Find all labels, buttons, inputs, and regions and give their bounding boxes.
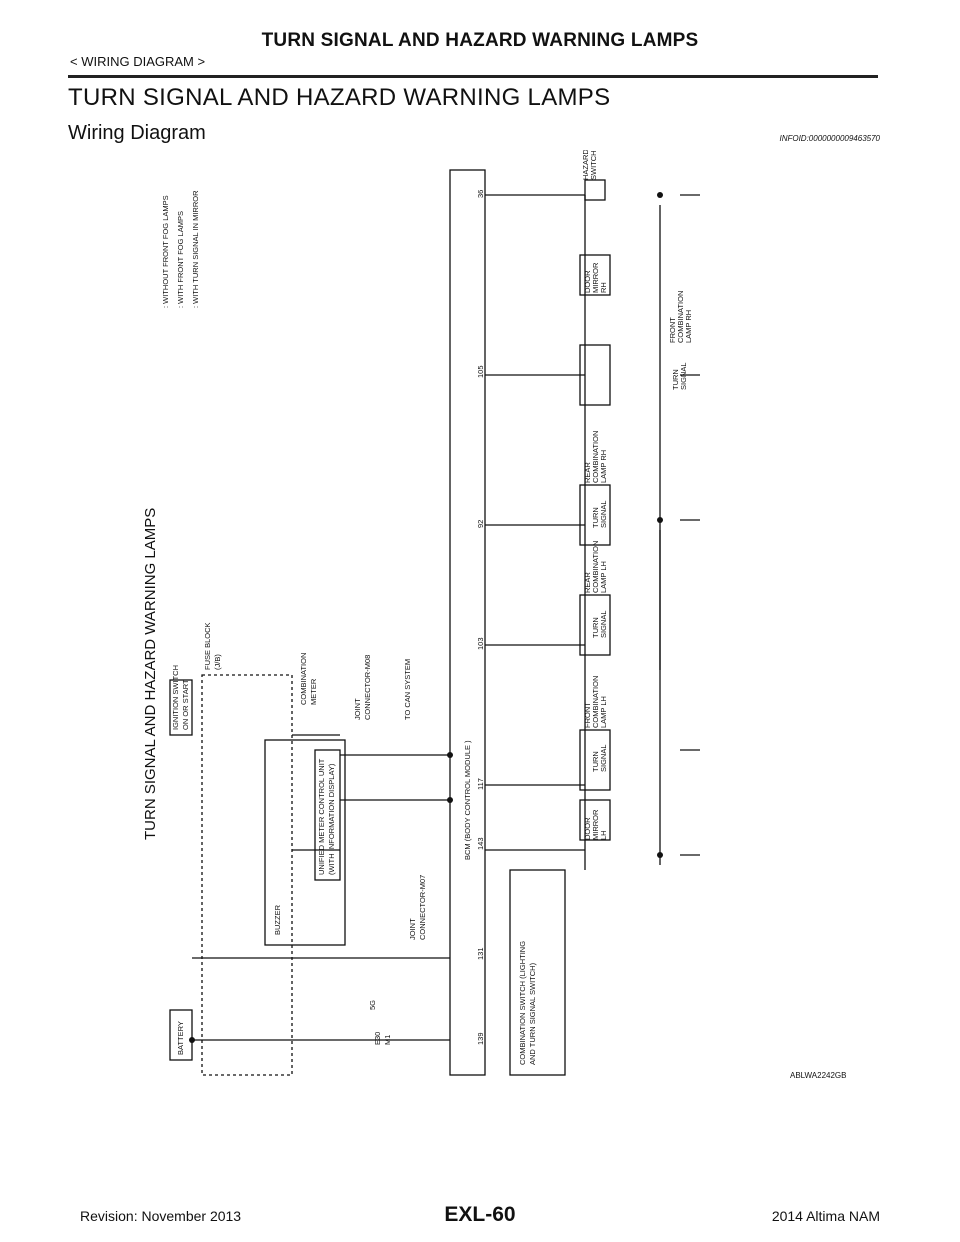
wiring-diagram-svg: TURN SIGNAL AND HAZARD WARNING LAMPS : W… bbox=[142, 150, 846, 1080]
door-mirror-lh-label-1: DOOR bbox=[583, 817, 592, 840]
hazard-label-2: SWITCH bbox=[589, 150, 598, 180]
footer-model: 2014 Altima NAM bbox=[771, 1208, 880, 1224]
bcm-pin-117: 117 bbox=[476, 778, 485, 790]
front-combi-rh-box bbox=[579, 344, 611, 406]
meter-box bbox=[264, 739, 346, 946]
joint-m07-label-2: CONNECTOR-M07 bbox=[418, 875, 427, 940]
ignition-label-2: ON OR START bbox=[181, 679, 190, 730]
fuse-block-outline bbox=[201, 674, 293, 1076]
rear-combi-lh-label-2: COMBINATION bbox=[591, 541, 600, 593]
wiring-diagram: TURN SIGNAL AND HAZARD WARNING LAMPS : W… bbox=[110, 150, 880, 1085]
bcm-label: BCM (BODY CONTROL MODULE ) bbox=[463, 740, 472, 860]
turn-signal-rh-front-2: SIGNAL bbox=[679, 362, 688, 390]
breadcrumb: < WIRING DIAGRAM > bbox=[70, 54, 206, 69]
turn-signal-rh-rear-1: TURN bbox=[591, 507, 600, 528]
m1-label: M1 bbox=[383, 1035, 392, 1045]
hazard-switch-box bbox=[584, 179, 606, 201]
bcm-pin-103: 103 bbox=[476, 637, 485, 650]
bcm-pin-105: 105 bbox=[476, 365, 485, 378]
joint-m07-label-1: JOINT bbox=[408, 918, 417, 940]
bcm-pin-36: 36 bbox=[476, 190, 485, 198]
turn-signal-rh-front-1: TURN bbox=[671, 369, 680, 390]
battery-box bbox=[169, 1009, 193, 1061]
diagram-rotated-title: TURN SIGNAL AND HAZARD WARNING LAMPS bbox=[142, 508, 159, 840]
front-combi-lh-label-3: LAMP LH bbox=[599, 696, 608, 728]
legend-fl: : WITH FRONT FOG LAMPS bbox=[176, 211, 185, 308]
door-mirror-lh-label-2: MIRROR bbox=[591, 809, 600, 840]
bcm-pin-139: 139 bbox=[476, 1032, 485, 1045]
hazard-label-1: HAZARD bbox=[581, 150, 590, 180]
rear-combi-rh-box bbox=[579, 484, 611, 546]
turn-signal-lh-front-1: TURN bbox=[591, 751, 600, 772]
front-combi-lh-label-2: COMBINATION bbox=[591, 676, 600, 728]
turn-signal-lh-front-2: SIGNAL bbox=[599, 744, 608, 772]
door-mirror-rh-box bbox=[579, 254, 611, 296]
meter-unit-label-2: (WITH INFORMATION DISPLAY) bbox=[327, 763, 336, 875]
joint-m08-label-1: JOINT bbox=[353, 698, 362, 720]
rear-combi-rh-label-3: LAMP RH bbox=[599, 450, 608, 483]
legend-fi: : WITHOUT FRONT FOG LAMPS bbox=[161, 195, 170, 308]
bcm-pin-131: 131 bbox=[476, 947, 485, 960]
joint-m08-label-2: CONNECTOR-M08 bbox=[363, 655, 372, 720]
rear-combi-lh-label-1: REAR bbox=[583, 572, 592, 593]
footer-revision: Revision: November 2013 bbox=[80, 1208, 242, 1224]
rear-combi-lh-box bbox=[579, 594, 611, 656]
turn-signal-lh-rear-1: TURN bbox=[591, 617, 600, 638]
bcm-box bbox=[449, 169, 486, 1076]
fuse-block-label-2: (J/B) bbox=[213, 654, 222, 670]
door-mirror-rh-label-3: RH bbox=[599, 282, 608, 293]
page-header-title: TURN SIGNAL AND HAZARD WARNING LAMPS bbox=[261, 30, 699, 51]
combi-switch-label-2: AND TURN SIGNAL SWITCH) bbox=[528, 962, 537, 1065]
fuse-block-label-1: FUSE BLOCK bbox=[203, 622, 212, 670]
meter-label-2: METER bbox=[309, 678, 318, 705]
rear-combi-lh-label-3: LAMP LH bbox=[599, 561, 608, 593]
battery-label: BATTERY bbox=[176, 1021, 185, 1055]
rear-combi-rh-label-1: REAR bbox=[583, 462, 592, 483]
front-combi-rh-label-2: COMBINATION bbox=[676, 291, 685, 343]
section-title: TURN SIGNAL AND HAZARD WARNING LAMPS bbox=[68, 84, 611, 111]
front-combi-rh-label-3: LAMP RH bbox=[684, 310, 693, 343]
subsection-title: Wiring Diagram bbox=[68, 122, 206, 144]
door-mirror-rh-label-2: MIRROR bbox=[591, 262, 600, 293]
front-combi-rh-label-1: FRONT bbox=[668, 317, 677, 343]
info-id: INFOID:0000000009463570 bbox=[779, 134, 880, 143]
can-system-label: TO CAN SYSTEM bbox=[403, 659, 412, 720]
turn-signal-lh-rear-2: SIGNAL bbox=[599, 610, 608, 638]
footer-page-number: EXL-60 bbox=[444, 1203, 516, 1226]
legend-tm: : WITH TURN SIGNAL IN MIRROR bbox=[191, 190, 200, 308]
meter-unit-box bbox=[314, 749, 341, 881]
term-5g: 5G bbox=[368, 1000, 377, 1010]
header-divider bbox=[68, 75, 878, 78]
ignition-box bbox=[169, 679, 193, 736]
door-mirror-rh-label-1: DOOR bbox=[583, 270, 592, 293]
e30-label: E30 bbox=[373, 1032, 382, 1045]
front-combi-lh-box bbox=[579, 729, 611, 791]
reference-code: ABLWA2242GB bbox=[790, 1071, 846, 1080]
turn-signal-rh-rear-2: SIGNAL bbox=[599, 500, 608, 528]
door-mirror-lh-box bbox=[579, 799, 611, 841]
front-combi-lh-label-1: FRONT bbox=[583, 702, 592, 728]
combi-switch-label-1: COMBINATION SWITCH (LIGHTING bbox=[518, 941, 527, 1065]
door-mirror-lh-label-3: LH bbox=[599, 830, 608, 840]
meter-label-1: COMBINATION bbox=[299, 653, 308, 705]
buzzer-label: BUZZER bbox=[273, 904, 282, 935]
meter-unit-label-1: UNIFIED METER CONTROL UNIT bbox=[317, 758, 326, 875]
combi-switch-box bbox=[509, 869, 566, 1076]
ignition-label-1: IGNITION SWITCH bbox=[171, 665, 180, 730]
rear-combi-rh-label-2: COMBINATION bbox=[591, 431, 600, 483]
bcm-pin-92: 92 bbox=[476, 520, 485, 528]
bcm-pin-143: 143 bbox=[476, 837, 485, 850]
